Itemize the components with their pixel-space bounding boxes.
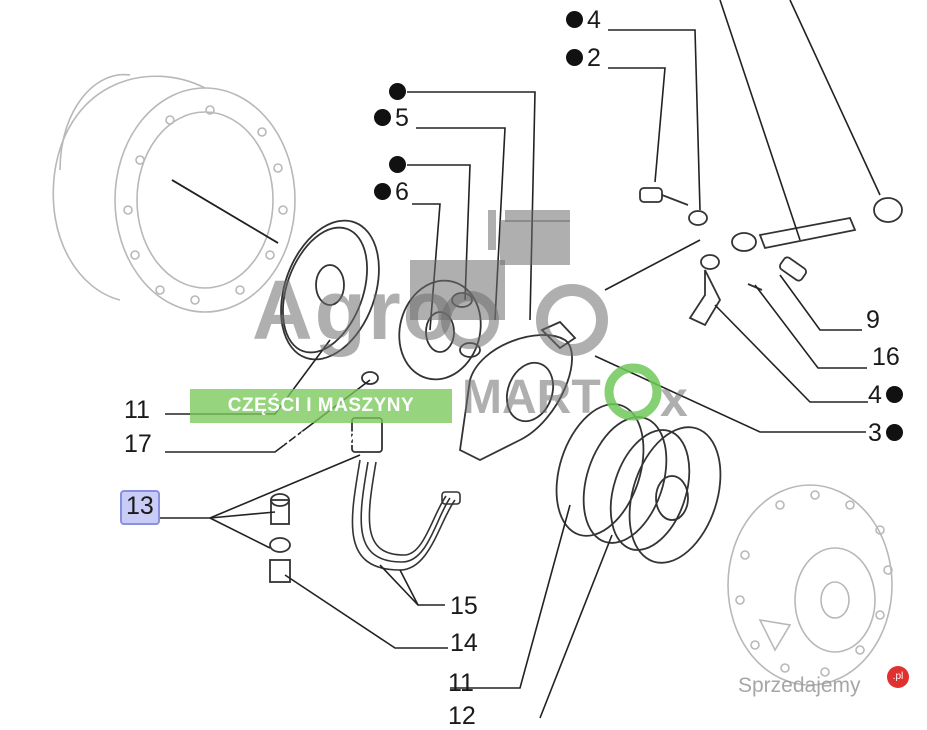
footer-badge: .pl [887, 666, 909, 688]
callout-15[interactable]: 15 [450, 592, 478, 620]
right-hub [727, 484, 893, 686]
callout-3-right[interactable]: 3 [868, 421, 903, 446]
callout-dot-b[interactable] [389, 153, 410, 178]
callout-9[interactable]: 9 [866, 306, 880, 334]
callout-dot [885, 423, 903, 441]
brake-disc-left [280, 219, 380, 361]
callout-16[interactable]: 16 [872, 343, 900, 371]
footer-site-watermark: Sprzedajemy [738, 674, 861, 697]
left-hub-drum [52, 73, 296, 313]
callout-12-bottom[interactable]: 12 [448, 702, 476, 730]
callout-dot [389, 82, 406, 100]
watermark-banner: CZĘŚCI I MASZYNY ROLNICZE [190, 389, 452, 450]
callout-dot [566, 48, 583, 66]
callout-dot-a[interactable] [389, 80, 410, 105]
callout-dot [389, 155, 406, 173]
callout-dot [374, 182, 391, 200]
callout-14[interactable]: 14 [450, 629, 478, 657]
watermark-mart-text: MART [462, 371, 601, 424]
disc-stack [555, 403, 722, 564]
leader-lines [160, 0, 881, 719]
callout-17[interactable]: 17 [124, 430, 152, 458]
callout-2-top[interactable]: 2 [566, 46, 601, 71]
callout-4-top[interactable]: 4 [566, 8, 601, 33]
linkage-assembly [639, 187, 903, 327]
watermark-e-ring-icon [604, 363, 662, 421]
callout-4-right[interactable]: 4 [868, 383, 903, 408]
watermark-agro-text: Agro [252, 263, 456, 357]
callout-dot [374, 108, 391, 126]
cables [351, 459, 461, 571]
callout-6[interactable]: 6 [374, 180, 409, 205]
callout-dot [885, 385, 903, 403]
callout-13-selected[interactable]: 13 [120, 490, 160, 525]
callout-5[interactable]: 5 [374, 106, 409, 131]
watermark-x-text: x [660, 371, 688, 427]
watermark-tractor-icon [410, 210, 608, 356]
callout-11-left[interactable]: 11 [124, 396, 150, 424]
callout-dot [566, 10, 583, 28]
callout-11-bottom[interactable]: 11 [448, 669, 474, 697]
